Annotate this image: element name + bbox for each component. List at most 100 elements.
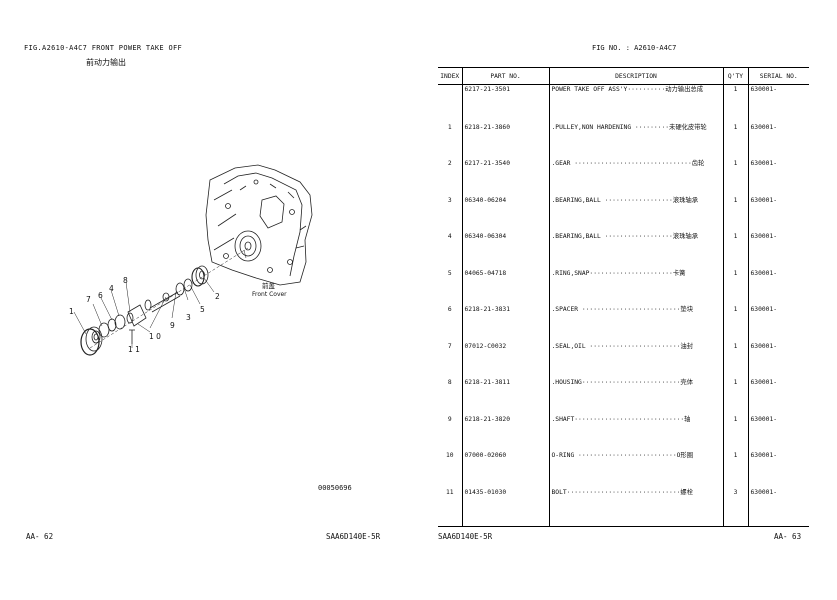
callout-2: 2 — [215, 292, 220, 301]
callout-6: 6 — [98, 291, 103, 300]
figure-title: FIG.A2610-A4C7 FRONT POWER TAKE OFF — [24, 44, 183, 52]
callout-10: 1 0 — [149, 332, 161, 341]
header-index: INDEX — [438, 67, 462, 85]
figure-subtitle: 前动力输出 — [86, 58, 126, 67]
callout-3: 3 — [186, 313, 191, 322]
row-qty: 1 — [722, 378, 748, 415]
front-cover-label-cn: 前盖 — [262, 281, 276, 290]
front-cover-label: Front Cover — [252, 291, 287, 298]
row-index: 4 — [447, 233, 452, 241]
row-qty: 1 — [722, 195, 748, 233]
row-serial-no: 630001- — [747, 159, 809, 196]
row-description: .SHAFT·····························轴 — [548, 414, 723, 452]
callout-11: 1 1 — [128, 345, 140, 354]
row-part-no: 06340-06304 — [461, 232, 549, 269]
callout-5: 5 — [200, 305, 205, 314]
row-part-no: 06340-06204 — [461, 195, 549, 233]
row-serial-no: 630001- — [747, 122, 809, 160]
header-qty: Q'TY — [722, 67, 748, 85]
row-serial-no: 630001- — [747, 341, 809, 379]
row-description: BOLT······························螺栓 — [548, 487, 723, 525]
row-qty: 1 — [722, 305, 748, 342]
row-index: 9 — [447, 415, 452, 423]
callout-9: 9 — [170, 321, 175, 330]
parts-table: INDEX PART NO. DESCRIPTION Q'TY SERIAL N… — [438, 67, 809, 528]
row-index: 10 — [445, 452, 454, 460]
filler-cell — [722, 524, 748, 528]
table-row: 4 06340-06304.BEARING,BALL ··············… — [438, 232, 809, 269]
parts-table-header: INDEX PART NO. DESCRIPTION Q'TY SERIAL N… — [438, 67, 809, 85]
left-page-number: AA- 62 — [26, 532, 54, 541]
row-qty: 1 — [722, 341, 748, 379]
row-part-no: 07000-02060 — [461, 451, 549, 488]
row-part-no: 04065-04718 — [461, 268, 549, 306]
row-part-no: 6218-21-3811 — [461, 378, 549, 415]
row-description: .SPACER ··························垫块 — [548, 305, 723, 342]
header-description: DESCRIPTION — [548, 67, 723, 85]
drawing-number: 00050696 — [318, 484, 352, 492]
header-serial-no: SERIAL NO. — [747, 67, 809, 85]
row-description: .GEAR ·······························齿轮 — [548, 159, 723, 196]
row-serial-no: 630001- — [747, 487, 809, 525]
row-part-no: 6217-21-3501 — [461, 84, 549, 123]
table-row: 5 04065-04718.RING,SNAP··················… — [438, 268, 809, 306]
row-serial-no: 630001- — [747, 451, 809, 488]
row-qty: 3 — [722, 487, 748, 525]
row-serial-no: 630001- — [747, 232, 809, 269]
row-description: .BEARING,BALL ··················滚珠轴承 — [548, 195, 723, 233]
callout-1: 1 — [69, 307, 74, 316]
row-qty: 1 — [722, 122, 748, 160]
callout-8: 8 — [123, 276, 128, 285]
row-index: 7 — [447, 342, 452, 350]
row-index: 5 — [447, 269, 452, 277]
callout-7: 7 — [86, 295, 91, 304]
row-description: O-RING ··························O形圈 — [548, 451, 723, 488]
filler-cell — [461, 524, 549, 528]
filler-cell — [438, 524, 462, 528]
row-serial-no: 630001- — [747, 305, 809, 342]
row-description: .HOUSING··························壳体 — [548, 378, 723, 415]
right-model-code: SAA6D140E-5R — [438, 532, 493, 541]
row-description: POWER TAKE OFF ASS'Y··········动力输出总成 — [548, 84, 723, 123]
table-filler-row — [438, 524, 809, 528]
table-row: 9 6218-21-3820.SHAFT·····················… — [438, 414, 809, 452]
row-description: .SEAL,OIL ························油封 — [548, 341, 723, 379]
callout-4: 4 — [109, 284, 114, 293]
row-qty: 1 — [722, 451, 748, 488]
front-cover-drawing — [205, 164, 313, 286]
row-serial-no: 630001- — [747, 268, 809, 306]
row-part-no: 6218-21-3820 — [461, 414, 549, 452]
table-row: 6 6218-21-3831.SPACER ···················… — [438, 305, 809, 342]
row-description: .PULLEY,NON HARDENING ·········未硬化皮带轮 — [548, 122, 723, 160]
row-index: 2 — [447, 160, 452, 168]
row-qty: 1 — [722, 414, 748, 452]
row-serial-no: 630001- — [747, 378, 809, 415]
row-description: .BEARING,BALL ··················滚珠轴承 — [548, 232, 723, 269]
row-qty: 1 — [722, 232, 748, 269]
row-index: 8 — [447, 379, 452, 387]
row-index: 3 — [447, 196, 452, 204]
row-serial-no: 630001- — [747, 195, 809, 233]
row-qty: 1 — [722, 84, 748, 123]
header-part-no: PART NO. — [461, 67, 549, 85]
row-qty: 1 — [722, 268, 748, 306]
row-part-no: 6218-21-3831 — [461, 305, 549, 342]
filler-cell — [747, 524, 809, 528]
row-index — [438, 85, 462, 123]
filler-cell — [548, 524, 723, 528]
row-index: 6 — [447, 306, 452, 314]
exploded-parts-diagram: 1 2 3 4 5 6 7 8 9 1 0 1 1 前盖 Front Cover — [69, 164, 313, 356]
row-serial-no: 630001- — [747, 84, 809, 123]
table-row: 8 6218-21-3811.HOUSING···················… — [438, 378, 809, 415]
row-serial-no: 630001- — [747, 414, 809, 452]
row-qty: 1 — [722, 159, 748, 196]
table-row: 3 06340-06204.BEARING,BALL ··············… — [438, 195, 809, 233]
figure-number: FIG NO. : A2610-A4C7 — [592, 44, 677, 52]
row-description: .RING,SNAP······················卡簧 — [548, 268, 723, 306]
